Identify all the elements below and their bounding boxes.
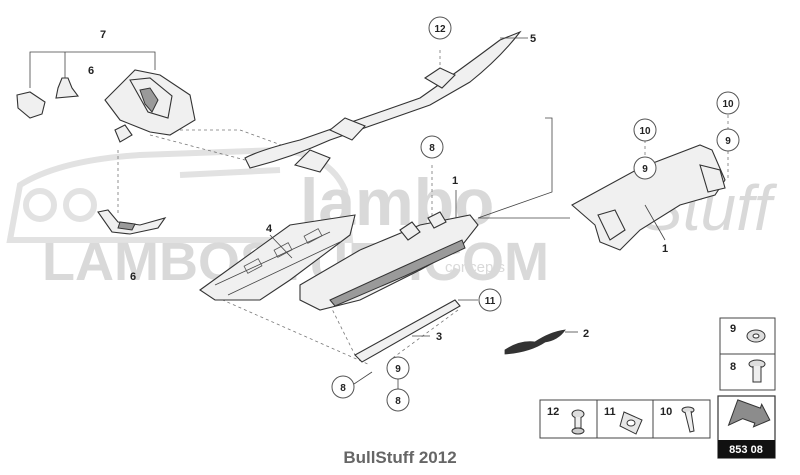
part-5-spoiler [244, 30, 528, 173]
clip-screw-icon [571, 409, 585, 435]
callout-10-mid: 10 [633, 118, 657, 142]
legend-label-9: 9 [730, 323, 736, 335]
callout-8-center: 8 [420, 135, 444, 159]
svg-text:12: 12 [434, 24, 446, 35]
svg-text:10: 10 [722, 99, 734, 110]
callout-12-top: 12 [428, 16, 452, 40]
legend-label-8: 8 [730, 361, 736, 373]
diagram-code: 853 08 [729, 444, 763, 456]
svg-text:8: 8 [340, 383, 346, 394]
part-1-duct [571, 144, 726, 251]
label-6-lower: 6 [130, 271, 136, 283]
label-1-center: 1 [452, 175, 458, 187]
label-4: 4 [266, 223, 273, 235]
screw-icon [748, 359, 766, 383]
label-5: 5 [530, 33, 536, 45]
svg-text:8: 8 [395, 396, 401, 407]
watermark-car-silhouette [6, 146, 354, 243]
part-2-emblem [504, 329, 578, 355]
bolt-icon [681, 406, 695, 433]
legend-label-11: 11 [604, 406, 616, 418]
part-3-strip [354, 299, 461, 363]
callout-9-right: 9 [716, 128, 740, 152]
watermark-tagline: concepts [445, 259, 505, 276]
part-6-lower-bracket [97, 209, 167, 235]
callout-10-right-top: 10 [716, 91, 740, 115]
label-1-right: 1 [662, 243, 668, 255]
legend-box-bottom: 12 11 10 [539, 399, 711, 439]
callouts: 12 5 7 6 10 10 9 9 8 1 1 4 6 11 [88, 16, 740, 412]
label-3: 3 [436, 331, 442, 343]
legend-label-10: 10 [660, 406, 672, 418]
diagram-code-box: 853 08 [717, 395, 776, 459]
svg-text:8: 8 [429, 143, 435, 154]
part-4-panel [199, 214, 356, 301]
legend-label-12: 12 [547, 406, 559, 418]
callout-11: 11 [478, 288, 502, 312]
washer-icon [746, 329, 766, 343]
footer-credit: BullStuff 2012 [343, 448, 457, 467]
callout-9-mid: 9 [633, 156, 657, 180]
callout-8-bottom: 8 [386, 388, 410, 412]
svg-text:11: 11 [485, 296, 496, 307]
part-1-cover [299, 117, 570, 311]
label-6-top: 6 [88, 65, 94, 77]
part-7-bracket [16, 51, 196, 143]
label-7: 7 [100, 29, 106, 41]
svg-text:10: 10 [639, 126, 651, 137]
svg-text:9: 9 [395, 364, 401, 375]
svg-text:9: 9 [725, 136, 731, 147]
callout-8-bottom-left: 8 [331, 375, 355, 399]
legend-box-9-8: 9 8 [719, 317, 776, 391]
callout-9-bottom: 9 [386, 356, 410, 380]
svg-text:9: 9 [642, 164, 648, 175]
label-2: 2 [583, 328, 589, 340]
nut-clip-icon [619, 411, 643, 435]
arrow-icon [727, 399, 771, 428]
